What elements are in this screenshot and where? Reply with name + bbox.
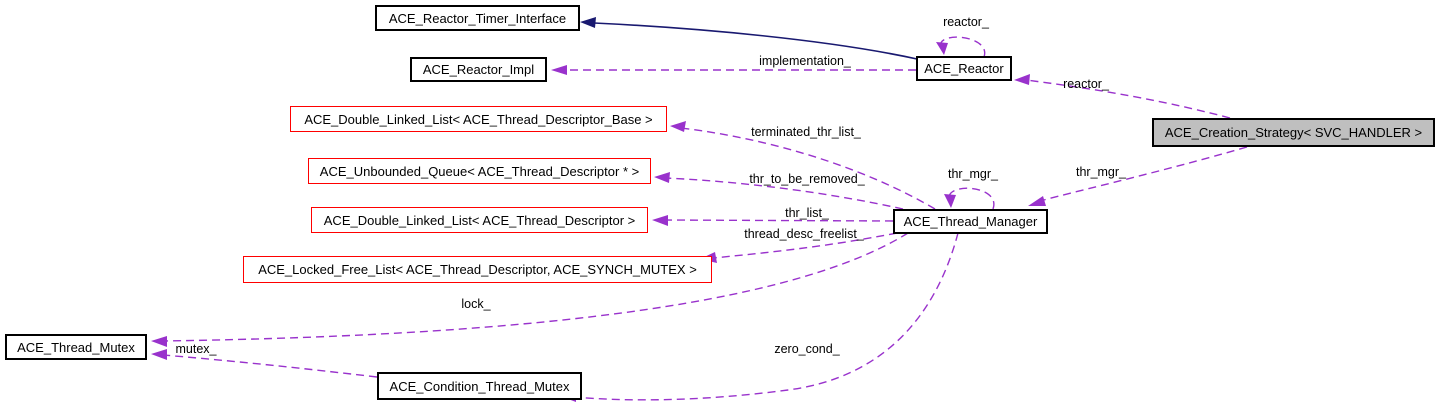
edge-thr-list <box>662 219 894 222</box>
edge-reactor-self-loop <box>939 36 986 58</box>
arrowhead-thr-to-be-removed <box>654 172 670 183</box>
node-ace-locked-free-list[interactable]: ACE_Locked_Free_List< ACE_Thread_Descrip… <box>243 256 712 283</box>
edge-terminated-thr-list <box>680 127 936 210</box>
edge-thread-desc-freelist <box>712 232 898 259</box>
edge-thr-mgr-ref <box>1039 146 1248 202</box>
edge-thr-to-be-removed <box>665 177 904 210</box>
edge-label-thread-desc-freelist: thread_desc_freelist_ <box>744 227 864 241</box>
node-ace-reactor[interactable]: ACE_Reactor <box>916 56 1012 81</box>
node-ace-double-linked-list-descriptor[interactable]: ACE_Double_Linked_List< ACE_Thread_Descr… <box>311 207 648 233</box>
edge-label-thr-mgr-self: thr_mgr_ <box>947 167 999 181</box>
node-ace-creation-strategy: ACE_Creation_Strategy< SVC_HANDLER > <box>1152 118 1435 147</box>
edge-lock <box>162 232 909 342</box>
arrowhead-reactor-self <box>936 42 948 55</box>
arrowhead-terminated-thr-list <box>670 121 686 132</box>
node-ace-reactor-impl[interactable]: ACE_Reactor_Impl <box>410 57 547 82</box>
arrowhead-thr-mgr-ref <box>1028 196 1046 206</box>
edge-mutex <box>162 354 378 378</box>
node-ace-double-linked-list-base[interactable]: ACE_Double_Linked_List< ACE_Thread_Descr… <box>290 106 667 132</box>
edge-label-thr-mgr: thr_mgr_ <box>1075 165 1127 179</box>
arrowhead-lock <box>151 336 167 347</box>
edge-label-mutex: mutex_ <box>175 342 217 356</box>
arrowhead-implementation <box>551 65 567 75</box>
node-ace-condition-thread-mutex[interactable]: ACE_Condition_Thread_Mutex <box>377 372 582 400</box>
edge-label-reactor-self: reactor_ <box>943 15 989 29</box>
arrowhead-thr-mgr-self <box>944 194 956 208</box>
node-ace-thread-mutex[interactable]: ACE_Thread_Mutex <box>5 334 147 360</box>
edge-label-implementation: implementation_ <box>759 54 851 68</box>
arrowhead-inheritance-timer <box>580 17 596 28</box>
edge-label-lock: lock_ <box>461 297 491 311</box>
arrowhead-mutex <box>151 349 167 360</box>
edge-label-thr-list: thr_list_ <box>785 206 829 220</box>
edge-thr-mgr-self-loop <box>948 187 995 210</box>
node-ace-unbounded-queue[interactable]: ACE_Unbounded_Queue< ACE_Thread_Descript… <box>308 158 651 184</box>
node-ace-thread-manager[interactable]: ACE_Thread_Manager <box>893 209 1048 234</box>
edge-label-thr-to-be-removed: thr_to_be_removed_ <box>749 172 865 186</box>
edge-reactor-ref <box>1025 79 1231 119</box>
edge-inheritance-reactor-timer <box>593 22 918 60</box>
node-ace-reactor-timer-interface[interactable]: ACE_Reactor_Timer_Interface <box>375 5 580 31</box>
edge-label-terminated-thr-list: terminated_thr_list_ <box>751 125 861 139</box>
edge-label-zero-cond: zero_cond_ <box>774 342 840 356</box>
arrowhead-reactor-ref <box>1014 74 1030 85</box>
arrowhead-thr-list <box>652 215 668 226</box>
edge-zero-cond <box>572 232 959 401</box>
edge-label-reactor: reactor_ <box>1063 77 1109 91</box>
